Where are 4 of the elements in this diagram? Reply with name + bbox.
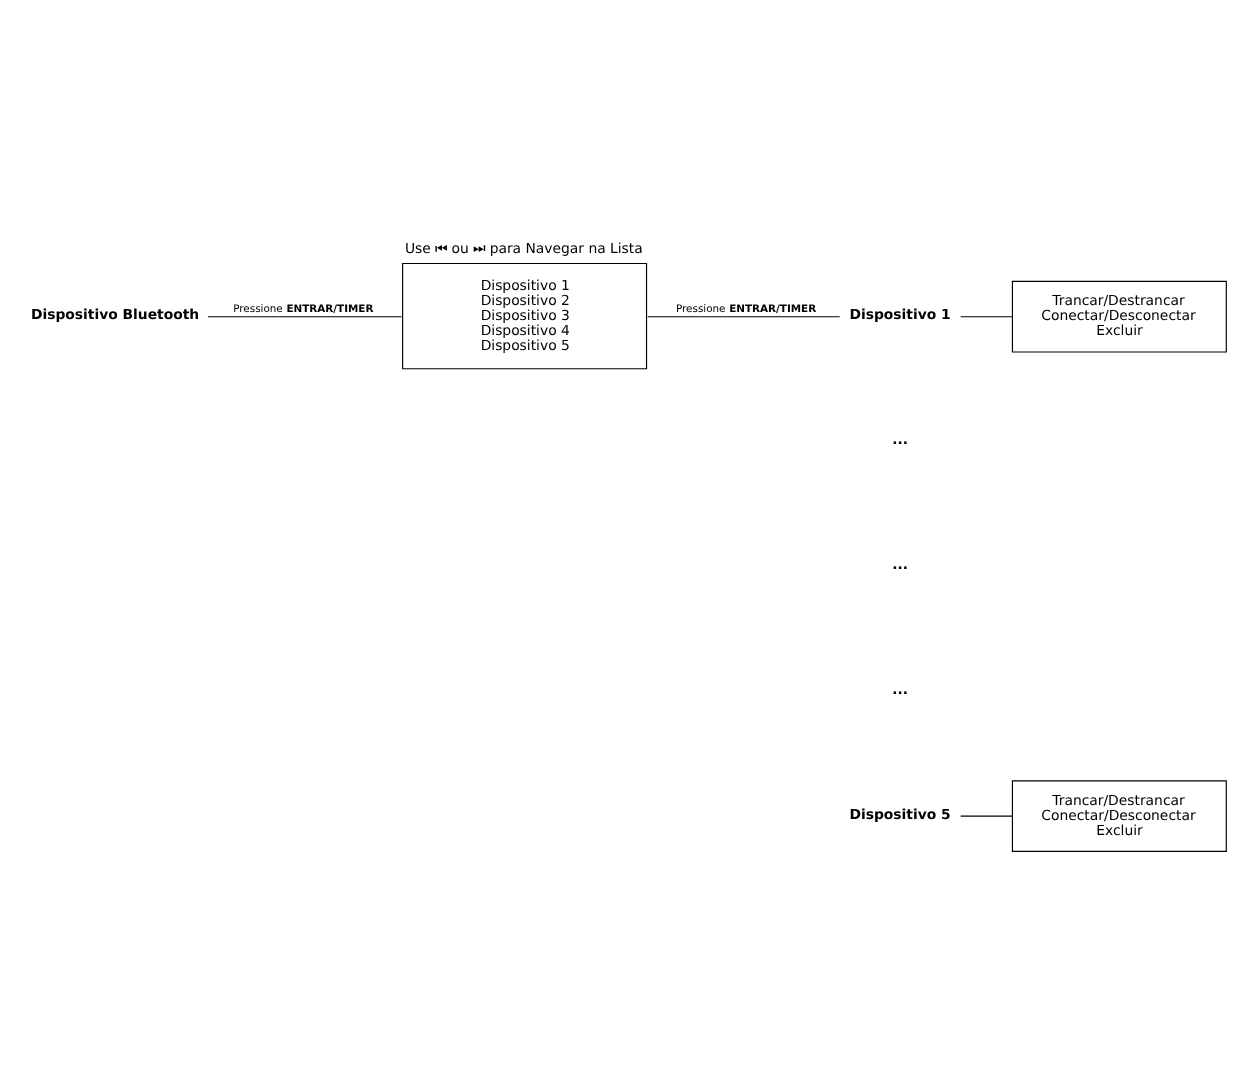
connector [647, 315, 841, 317]
connector [960, 814, 1013, 816]
connector [960, 315, 1013, 317]
connector [207, 315, 403, 317]
